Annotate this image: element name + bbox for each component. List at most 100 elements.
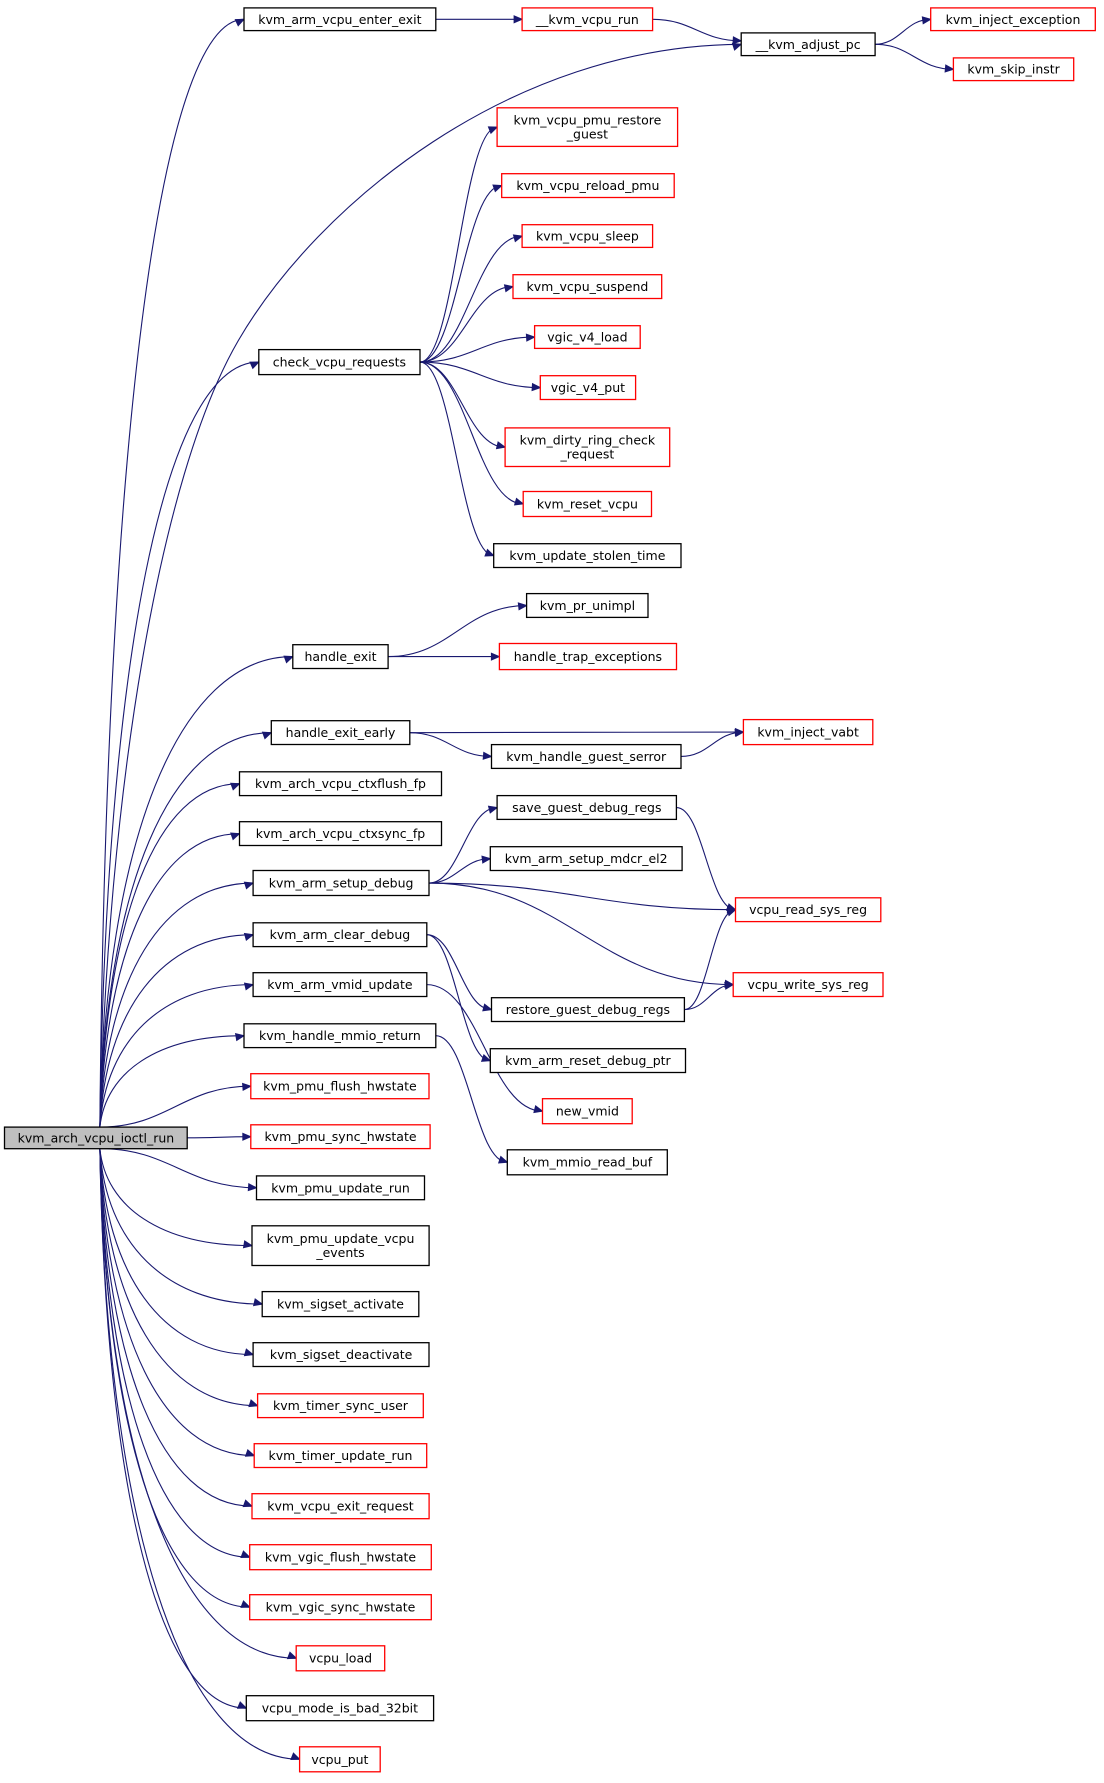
node-exit_request[interactable]: kvm_vcpu_exit_request — [251, 1493, 430, 1520]
node-inject_vabt[interactable]: kvm_inject_vabt — [742, 718, 874, 746]
node-vcpu_sleep[interactable]: kvm_vcpu_sleep — [521, 224, 654, 249]
node-vcpu_put[interactable]: vcpu_put — [298, 1746, 381, 1773]
node-reload_pmu[interactable]: kvm_vcpu_reload_pmu — [501, 173, 675, 199]
node-root[interactable]: kvm_arch_vcpu_ioctl_run — [3, 1126, 188, 1150]
node-skip_instr[interactable]: kvm_skip_instr — [952, 57, 1075, 82]
node-restore_dbg[interactable]: restore_guest_debug_regs — [490, 997, 686, 1023]
node-label-skip_instr: kvm_skip_instr — [967, 62, 1060, 77]
node-vcpu_load[interactable]: vcpu_load — [295, 1645, 386, 1672]
node-trap_exc[interactable]: handle_trap_exceptions — [498, 642, 678, 671]
arrowhead-vcpu_sleep — [512, 234, 524, 243]
arrowhead-vcpu_put — [290, 1752, 301, 1760]
edge-root-to-vgic_sync — [99, 1148, 250, 1608]
node-mmio_return[interactable]: kvm_handle_mmio_return — [243, 1023, 437, 1049]
node-reset_vcpu[interactable]: kvm_reset_vcpu — [522, 490, 653, 518]
node-stolen_time[interactable]: kvm_update_stolen_time — [493, 543, 682, 569]
node-box-restore_dbg — [490, 997, 686, 1023]
node-exit_early[interactable]: handle_exit_early — [270, 720, 411, 746]
node-kvm_vcpu_run[interactable]: __kvm_vcpu_run — [521, 7, 654, 32]
arrowhead-inject_exception — [921, 16, 932, 25]
node-inject_exception[interactable]: kvm_inject_exception — [930, 7, 1096, 32]
node-label-pmu_update_events-line1: _events — [315, 1245, 364, 1260]
node-vgic_flush[interactable]: kvm_vgic_flush_hwstate — [249, 1544, 432, 1571]
node-vmid_update[interactable]: kvm_arm_vmid_update — [252, 972, 428, 998]
node-box-v4_put — [539, 375, 637, 401]
node-vgic_sync[interactable]: kvm_vgic_sync_hwstate — [249, 1594, 432, 1621]
node-box-pmu_sync — [250, 1124, 431, 1150]
node-box-inject_vabt — [742, 718, 874, 746]
node-box-adjust_pc — [740, 32, 876, 57]
node-v4_put[interactable]: vgic_v4_put — [539, 375, 637, 401]
node-box-ctxflush — [238, 771, 443, 797]
node-dirty_ring[interactable]: kvm_dirty_ring_check_request — [504, 427, 671, 468]
node-box-mmio_return — [243, 1023, 437, 1049]
node-save_dbg[interactable]: save_guest_debug_regs — [496, 794, 678, 821]
edge-root-to-mmio_return — [99, 1035, 245, 1128]
node-box-timer_update — [253, 1443, 428, 1469]
edge-exit_early-to-inject_vabt — [409, 731, 744, 734]
node-box-timer_sync — [256, 1393, 424, 1419]
edge-check_req-to-reload_pmu — [419, 185, 502, 363]
arrowhead-vgic_flush — [240, 1550, 251, 1559]
node-write_sys_reg[interactable]: vcpu_write_sys_reg — [732, 972, 884, 998]
node-pr_unimpl[interactable]: kvm_pr_unimpl — [525, 592, 649, 619]
node-bad_32bit[interactable]: vcpu_mode_is_bad_32bit — [245, 1695, 435, 1722]
node-box-exit_early — [270, 720, 411, 746]
arrowhead-trap_exc — [490, 652, 501, 661]
node-enter_exit[interactable]: kvm_arm_vcpu_enter_exit — [243, 7, 437, 32]
node-label-trap_exc: handle_trap_exceptions — [514, 649, 662, 664]
node-pmu_flush[interactable]: kvm_pmu_flush_hwstate — [250, 1073, 430, 1100]
arrowhead-sigset_act — [252, 1298, 264, 1307]
node-mmio_read_buf[interactable]: kvm_mmio_read_buf — [506, 1149, 668, 1176]
node-timer_sync[interactable]: kvm_timer_sync_user — [256, 1393, 424, 1419]
node-pmu_restore[interactable]: kvm_vcpu_pmu_restore_guest — [496, 107, 679, 148]
node-label-check_req: check_vcpu_requests — [273, 355, 406, 370]
node-sigset_act[interactable]: kvm_sigset_activate — [261, 1290, 420, 1318]
node-pmu_update_events[interactable]: kvm_pmu_update_vcpu_events — [251, 1225, 430, 1267]
node-ctxsync[interactable]: kvm_arch_vcpu_ctxsync_fp — [238, 821, 443, 847]
node-label-enter_exit: kvm_arm_vcpu_enter_exit — [258, 12, 421, 27]
arrowhead-guest_serror — [482, 751, 493, 760]
node-label-ctxsync: kvm_arch_vcpu_ctxsync_fp — [256, 826, 426, 841]
node-setup_mdcr[interactable]: kvm_arm_setup_mdcr_el2 — [489, 846, 683, 872]
node-reset_dbg_ptr[interactable]: kvm_arm_reset_debug_ptr — [489, 1048, 687, 1074]
node-timer_update[interactable]: kvm_timer_update_run — [253, 1443, 428, 1469]
arrowhead-setup_debug — [243, 881, 255, 890]
node-read_sys_reg[interactable]: vcpu_read_sys_reg — [734, 897, 882, 923]
node-v4_load[interactable]: vgic_v4_load — [533, 325, 641, 350]
arrowhead-reset_vcpu — [513, 497, 525, 506]
node-check_req[interactable]: check_vcpu_requests — [258, 348, 421, 376]
node-box-root — [3, 1126, 188, 1150]
node-label-new_vmid: new_vmid — [556, 1104, 619, 1119]
node-ctxflush[interactable]: kvm_arch_vcpu_ctxflush_fp — [238, 771, 443, 797]
edge-setup_debug-to-setup_mdcr — [429, 858, 491, 884]
arrowhead-pmu_sync — [242, 1132, 253, 1141]
node-clear_debug[interactable]: kvm_arm_clear_debug — [252, 922, 428, 948]
edge-root-to-handle_exit — [99, 656, 293, 1128]
node-vcpu_suspend[interactable]: kvm_vcpu_suspend — [512, 274, 663, 300]
node-label-mmio_return: kvm_handle_mmio_return — [259, 1028, 421, 1043]
node-label-restore_dbg: restore_guest_debug_regs — [506, 1002, 670, 1017]
node-box-sigset_deact — [252, 1342, 430, 1368]
arrowhead-restore_dbg — [482, 1003, 493, 1012]
node-new_vmid[interactable]: new_vmid — [541, 1098, 633, 1125]
node-handle_exit[interactable]: handle_exit — [292, 644, 389, 670]
node-guest_serror[interactable]: kvm_handle_guest_serror — [490, 743, 682, 770]
node-label-timer_sync: kvm_timer_sync_user — [273, 1398, 409, 1413]
node-label-bad_32bit: vcpu_mode_is_bad_32bit — [262, 1701, 418, 1716]
node-setup_debug[interactable]: kvm_arm_setup_debug — [252, 869, 430, 897]
node-box-vcpu_suspend — [512, 274, 663, 300]
edge-check_req-to-v4_load — [419, 336, 535, 363]
node-box-v4_load — [533, 325, 641, 350]
node-box-pmu_flush — [250, 1073, 430, 1100]
node-pmu_update_run[interactable]: kvm_pmu_update_run — [255, 1175, 426, 1201]
node-label-vcpu_put: vcpu_put — [311, 1752, 368, 1767]
node-label-exit_early: handle_exit_early — [286, 725, 396, 740]
edge-setup_debug-to-write_sys_reg — [429, 882, 734, 986]
node-pmu_sync[interactable]: kvm_pmu_sync_hwstate — [250, 1124, 431, 1150]
node-adjust_pc[interactable]: __kvm_adjust_pc — [740, 32, 876, 57]
edge-save_dbg-to-read_sys_reg — [676, 807, 736, 911]
node-sigset_deact[interactable]: kvm_sigset_deactivate — [252, 1342, 430, 1368]
edge-kvm_vcpu_run-to-adjust_pc — [652, 18, 742, 42]
node-label-save_dbg: save_guest_debug_regs — [512, 800, 661, 815]
